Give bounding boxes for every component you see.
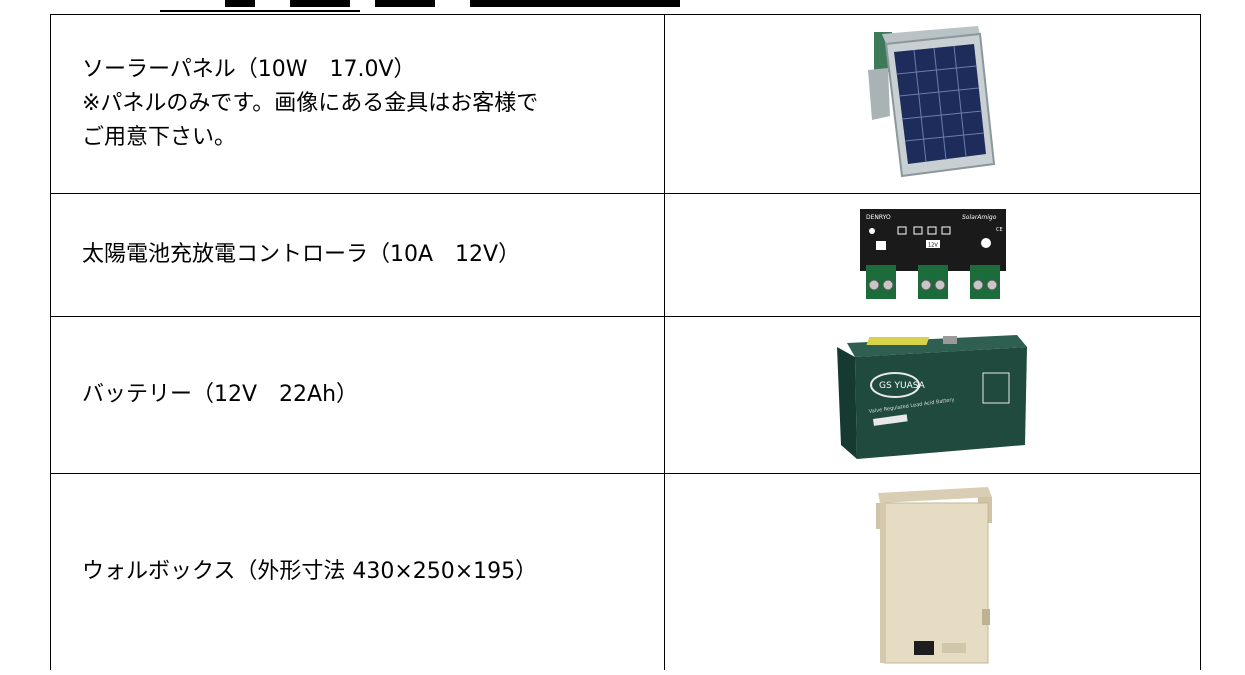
item-text: 太陽電池充放電コントローラ（10A 12V） bbox=[82, 242, 521, 267]
device-voltage-label: 12V bbox=[928, 243, 938, 249]
heading-glyph-fragment bbox=[290, 0, 350, 7]
item-text: ウォルボックス（外形寸法 430×250×195） bbox=[82, 559, 538, 584]
item-text: ソーラーパネル（10W 17.0V） bbox=[82, 57, 416, 82]
item-text: バッテリー（12V 22Ah） bbox=[82, 382, 359, 407]
table-row: バッテリー（12V 22Ah） GS YUASA Valve Regulated… bbox=[50, 316, 1201, 474]
item-image-cell: GS YUASA Valve Regulated Lead Acid Batte… bbox=[664, 316, 1201, 474]
item-note: ご用意下さい。 bbox=[82, 125, 237, 150]
component-table: ソーラーパネル（10W 17.0V） ※パネルのみです。画像にある金具はお客様で… bbox=[50, 14, 1201, 670]
item-image-cell bbox=[664, 473, 1201, 670]
table-row: 太陽電池充放電コントローラ（10A 12V） DENRYO SolarAmigo… bbox=[50, 193, 1201, 317]
heading-underline bbox=[160, 10, 360, 12]
item-image-cell bbox=[664, 14, 1201, 194]
item-image-cell: DENRYO SolarAmigo CE 12V bbox=[664, 193, 1201, 317]
heading-glyph-fragment bbox=[375, 0, 435, 7]
item-description: ウォルボックス（外形寸法 430×250×195） bbox=[50, 473, 665, 670]
solar-panel-photo bbox=[867, 26, 995, 178]
item-note: ※パネルのみです。画像にある金具はお客様で bbox=[82, 91, 539, 116]
table-row: ウォルボックス（外形寸法 430×250×195） bbox=[50, 473, 1201, 670]
battery-brand: GS YUASA bbox=[879, 381, 926, 391]
device-ce-mark: CE bbox=[996, 227, 1003, 233]
device-brand: DENRYO bbox=[866, 214, 891, 221]
table-row: ソーラーパネル（10W 17.0V） ※パネルのみです。画像にある金具はお客様で… bbox=[50, 14, 1201, 194]
battery-photo: GS YUASA Valve Regulated Lead Acid Batte… bbox=[836, 335, 1027, 459]
item-description: ソーラーパネル（10W 17.0V） ※パネルのみです。画像にある金具はお客様で… bbox=[50, 14, 665, 194]
charge-controller-photo: DENRYO SolarAmigo CE 12V bbox=[859, 209, 1006, 299]
heading-glyph-fragment bbox=[225, 0, 255, 7]
item-description: 太陽電池充放電コントローラ（10A 12V） bbox=[50, 193, 665, 317]
cropped-heading bbox=[0, 0, 1245, 14]
device-model: SolarAmigo bbox=[962, 214, 997, 221]
item-description: バッテリー（12V 22Ah） bbox=[50, 316, 665, 474]
wall-box-photo bbox=[875, 487, 992, 664]
heading-glyph-fragment bbox=[470, 0, 680, 7]
